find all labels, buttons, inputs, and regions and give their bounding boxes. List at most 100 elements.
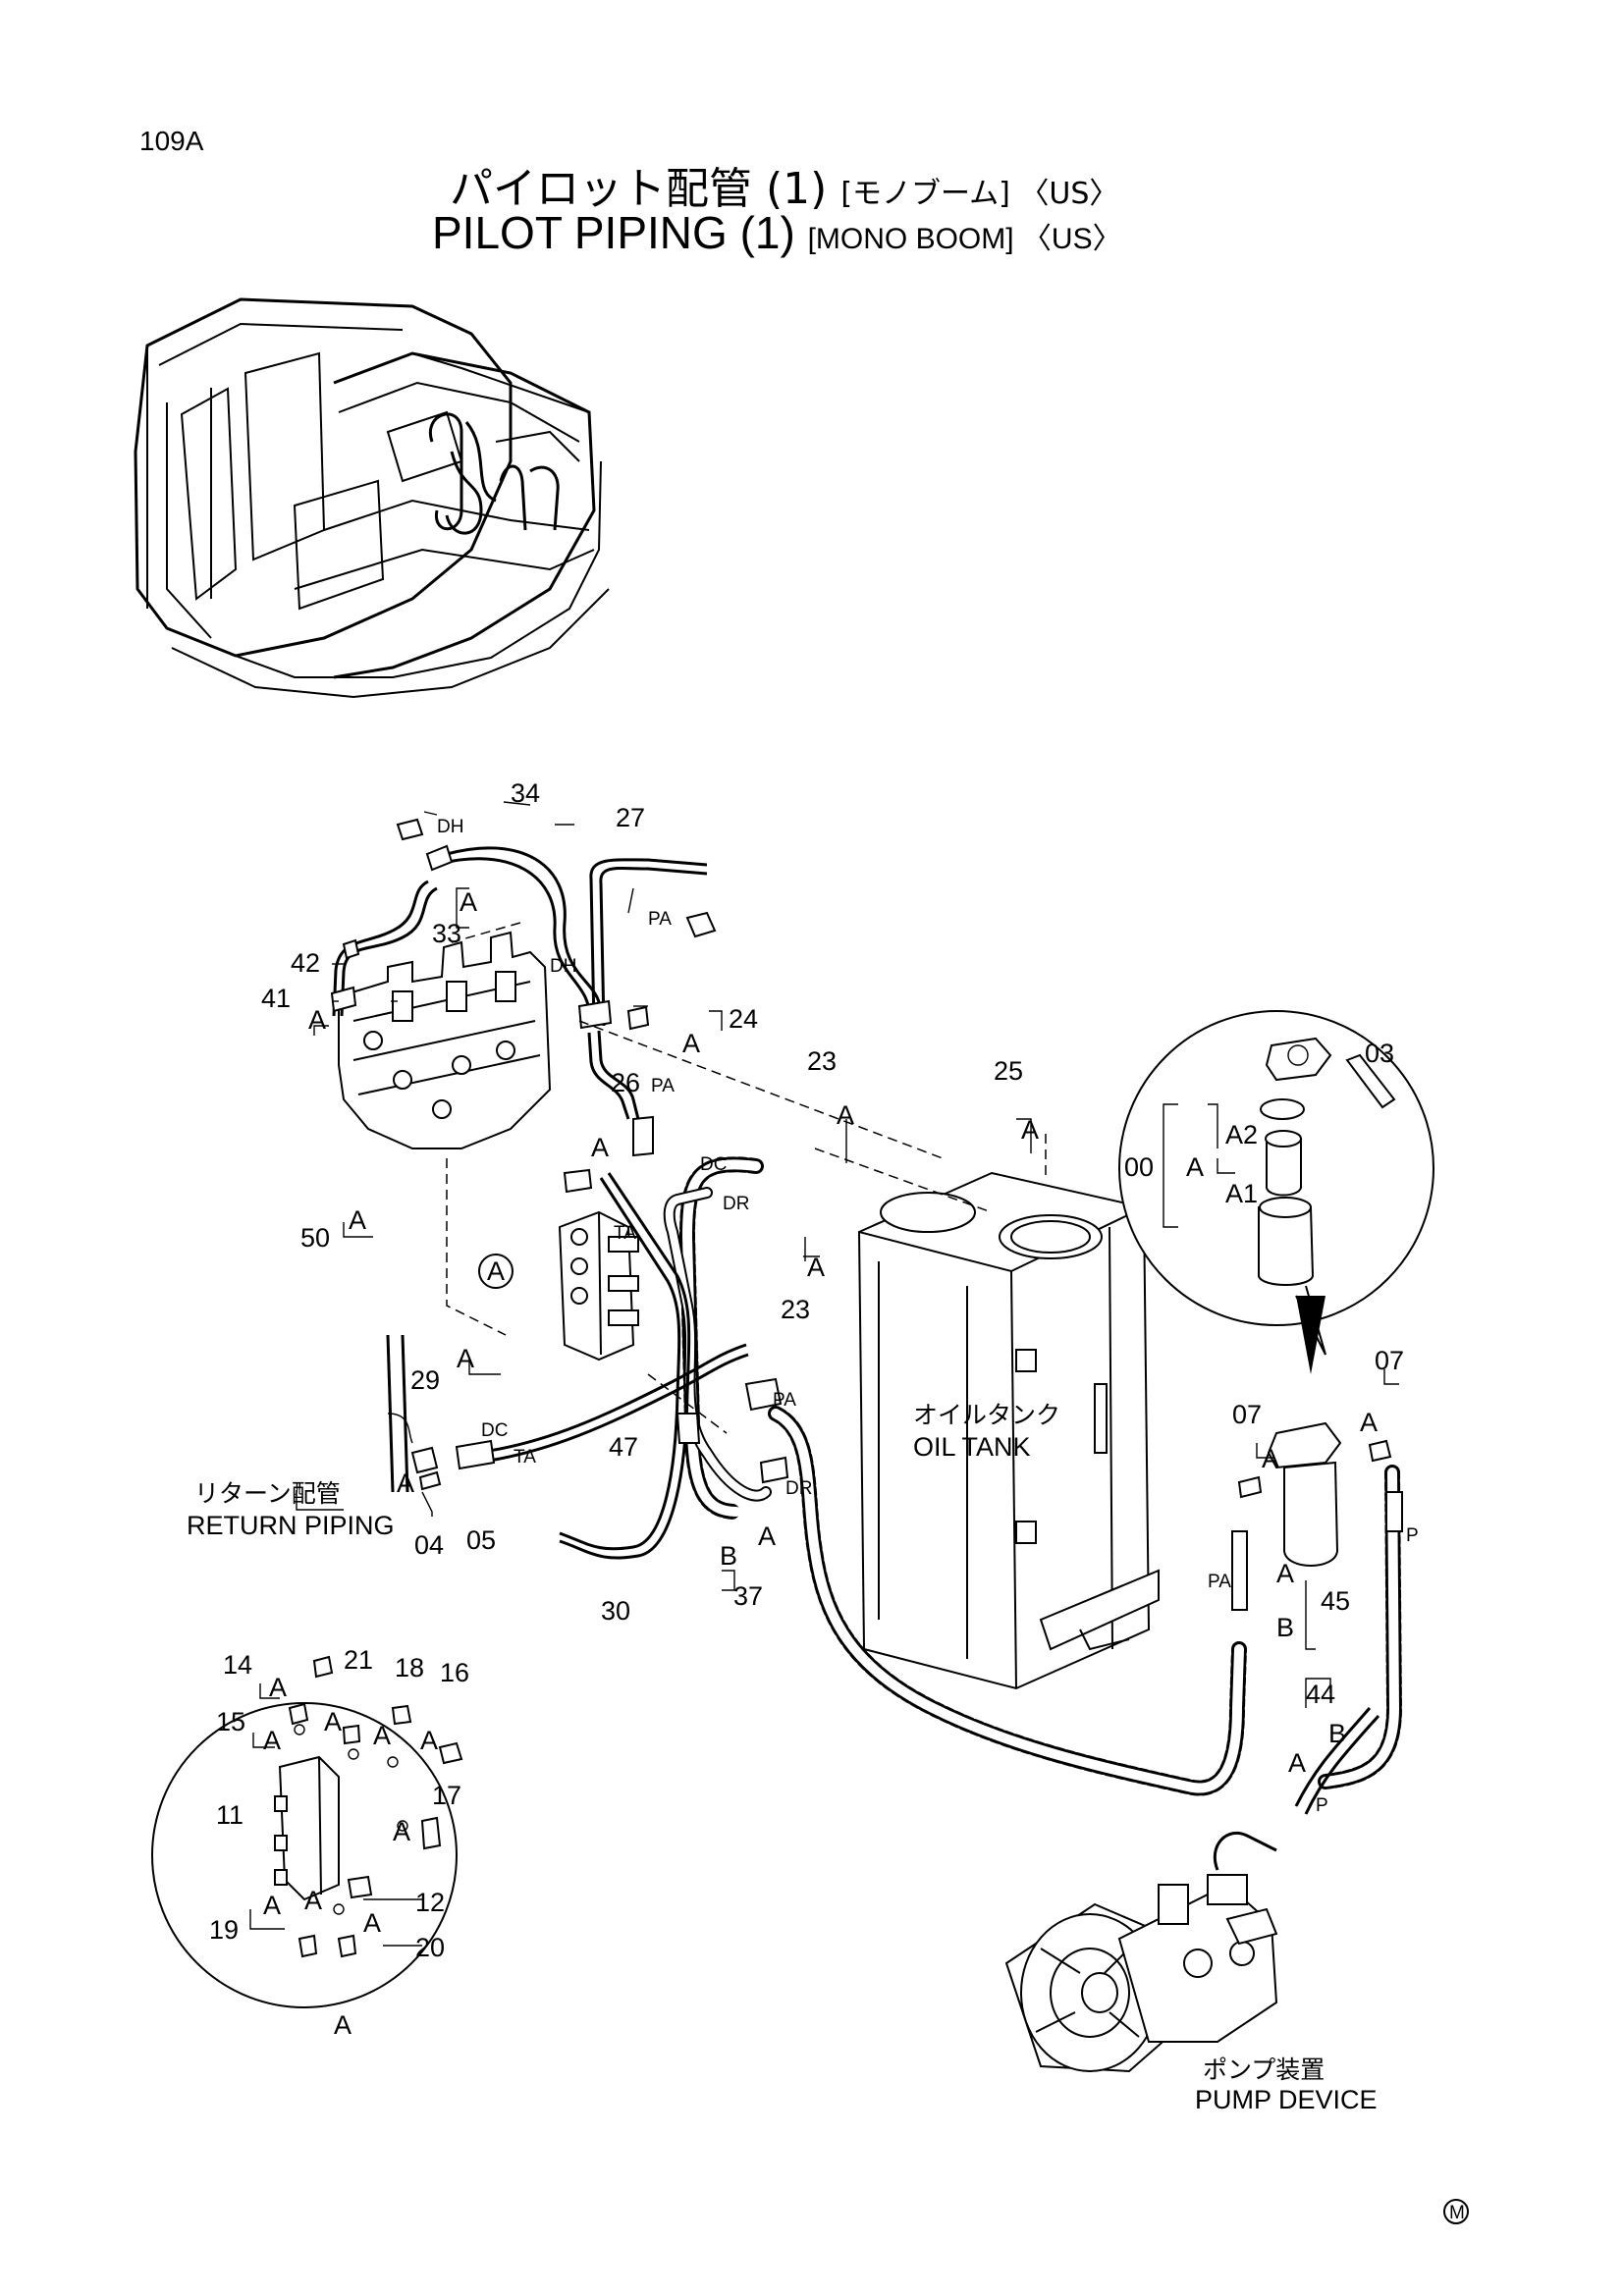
leader-lines	[332, 801, 1047, 1434]
pump-device-label-jp: ポンプ装置	[1203, 2056, 1325, 2084]
label-11: 11	[216, 1800, 243, 1830]
letter-a-12: A	[304, 1886, 322, 1915]
title-en-main: PILOT PIPING (1)	[432, 207, 795, 258]
letter-a-07-right: A	[1360, 1408, 1378, 1437]
label-21: 21	[344, 1645, 373, 1675]
brackets	[249, 887, 1399, 1947]
letter-a-33: A	[460, 887, 477, 917]
letter-a-23-top: A	[837, 1100, 854, 1130]
letter-a-00: A	[1186, 1152, 1204, 1182]
label-04: 04	[414, 1530, 444, 1560]
label-41: 41	[261, 984, 291, 1013]
port-pa-26: PA	[651, 1076, 675, 1096]
hoses-main	[455, 1156, 1403, 1796]
title-en-sub: [MONO BOOM] 〈US〉	[807, 223, 1122, 255]
title-jp-sub: [モノブーム] 〈US〉	[840, 177, 1119, 211]
letter-a-14: A	[269, 1673, 287, 1702]
label-20: 20	[415, 1933, 445, 1962]
label-37: 37	[733, 1581, 763, 1611]
pilot-filter	[1231, 1421, 1403, 1815]
letter-b-37: B	[720, 1541, 737, 1571]
label-03: 03	[1365, 1039, 1394, 1068]
port-dh-mid: DH	[550, 956, 576, 977]
port-dr-top: DR	[723, 1194, 749, 1214]
oil-tank-label-en: OIL TANK	[913, 1432, 1031, 1462]
letter-a-17: A	[393, 1817, 410, 1846]
label-27: 27	[616, 803, 645, 832]
pump-device	[1004, 1832, 1278, 2073]
label-12: 12	[415, 1888, 445, 1917]
group-letters: A A A A A A A A A A A B A A2 A1 A A A B …	[263, 887, 1378, 2040]
label-24: 24	[729, 1004, 758, 1034]
solenoid-valve	[558, 1168, 639, 1362]
label-00: 00	[1124, 1152, 1154, 1182]
letter-b-44: B	[1328, 1719, 1346, 1748]
footer-mark-letter: M	[1449, 2203, 1465, 2223]
port-p-filter: P	[1406, 1525, 1419, 1546]
letter-a-45: A	[1276, 1559, 1294, 1588]
letter-a-50: A	[349, 1205, 366, 1235]
label-47: 47	[609, 1432, 638, 1462]
letter-a-04: A	[397, 1468, 414, 1498]
letter-a-16: A	[420, 1726, 438, 1755]
oil-tank-label-jp: オイルタンク	[913, 1401, 1060, 1429]
label-15: 15	[216, 1707, 245, 1736]
pilot-hoses-top	[330, 818, 717, 1157]
label-30: 30	[601, 1596, 630, 1626]
port-dr-bottom: DR	[785, 1478, 812, 1499]
detail-a-caption: A	[334, 2010, 352, 2040]
label-33: 33	[432, 919, 461, 948]
label-23-bottom: 23	[781, 1295, 810, 1324]
letter-a-37: A	[758, 1522, 776, 1551]
port-p-pump: P	[1316, 1795, 1328, 1816]
port-dc-top: DC	[700, 1154, 727, 1175]
label-50: 50	[300, 1223, 330, 1253]
return-piping	[386, 1334, 442, 1493]
label-42: 42	[291, 948, 320, 978]
detail-circle-a	[151, 1655, 463, 2008]
letter-a-24: A	[682, 1029, 700, 1058]
port-pa-filter: PA	[1208, 1572, 1231, 1592]
letter-a-07-left: A	[1262, 1444, 1279, 1473]
label-34: 34	[511, 778, 540, 808]
return-piping-label-jp: リターン配管	[194, 1479, 341, 1508]
letter-a2: A2	[1225, 1120, 1258, 1149]
title-english: PILOT PIPING (1) [MONO BOOM] 〈US〉	[432, 206, 1122, 259]
label-25: 25	[994, 1056, 1023, 1086]
label-18: 18	[395, 1653, 424, 1682]
port-pa-top: PA	[648, 909, 672, 930]
label-14: 14	[223, 1650, 252, 1680]
footer-mark: M	[1443, 2199, 1469, 2224]
return-piping-label-en: RETURN PIPING	[187, 1511, 395, 1540]
letter-a-26: A	[591, 1133, 609, 1162]
callout-a-letter: A	[487, 1256, 505, 1286]
title-jp-main: パイロット配管 (1)	[450, 164, 828, 214]
port-ta-bottom: TA	[514, 1447, 536, 1468]
letter-a-21: A	[324, 1707, 342, 1736]
letter-a-15: A	[263, 1726, 281, 1755]
letter-a-25: A	[1021, 1115, 1039, 1145]
port-ta-top: TA	[614, 1223, 636, 1244]
letter-a1: A1	[1225, 1179, 1258, 1208]
pump-device-label-en: PUMP DEVICE	[1195, 2085, 1378, 2114]
filter-detail-circle	[1118, 1010, 1434, 1374]
label-26: 26	[611, 1068, 640, 1097]
oil-tank	[857, 1171, 1160, 1690]
letter-a-44: A	[1288, 1748, 1306, 1778]
label-07-right: 07	[1375, 1346, 1404, 1375]
control-valve	[338, 931, 552, 1149]
label-29: 29	[410, 1365, 440, 1395]
label-19: 19	[209, 1915, 239, 1945]
letter-a-20: A	[363, 1908, 381, 1938]
letter-a-23-bottom: A	[807, 1253, 825, 1282]
excavator-overview	[134, 297, 610, 699]
port-labels: DH DH PA PA DC DR TA DC TA PA DR PA P P	[437, 817, 1419, 1816]
label-23-top: 23	[807, 1046, 837, 1076]
label-17: 17	[432, 1781, 461, 1810]
label-07-left: 07	[1232, 1400, 1262, 1429]
label-16: 16	[440, 1658, 469, 1687]
letter-b-45: B	[1276, 1613, 1294, 1642]
letter-a-19: A	[263, 1891, 281, 1920]
callout-a-circle	[478, 1254, 514, 1289]
